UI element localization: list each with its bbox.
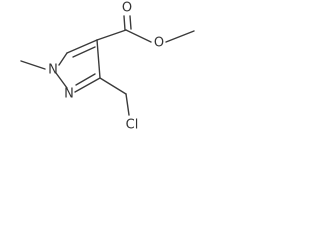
- chemical-structure-diagram: O O N N Cl: [20, 1, 195, 133]
- bond-c5-c4: [66, 39, 98, 54]
- bond-n1-c5: [58, 52, 68, 66]
- bond-ether-o-methyl: [165, 30, 195, 43]
- chloromethyl-group: [99, 77, 130, 116]
- bond-n2-n1: [55, 72, 68, 89]
- bond-c3-n2-inner: [75, 73, 96, 86]
- bond-carbonyl-double-o: [123, 15, 126, 31]
- bond-c3-n2: [74, 77, 101, 93]
- bond-ch2-cl: [125, 93, 130, 116]
- atom-label-chlorine: Cl: [126, 118, 139, 133]
- bond-c5-c4-inner: [72, 46, 96, 58]
- methyl-ester-group: [96, 15, 195, 43]
- bond-carbonyl-double-o-inner: [129, 15, 132, 30]
- bond-c4-c3: [96, 39, 101, 79]
- bond-c3-ch2: [99, 77, 127, 95]
- bond-carbonyl-c-ether-o: [125, 29, 152, 43]
- pyrazole-ring: [55, 39, 101, 93]
- atom-label-n2: N: [64, 87, 74, 102]
- atom-label-ether-oxygen: O: [154, 36, 164, 51]
- bond-n1-methyl: [20, 60, 46, 70]
- atom-label-carbonyl-oxygen: O: [122, 1, 132, 16]
- bond-c4-carbonyl-c: [96, 29, 127, 41]
- atom-label-n1: N: [48, 63, 58, 78]
